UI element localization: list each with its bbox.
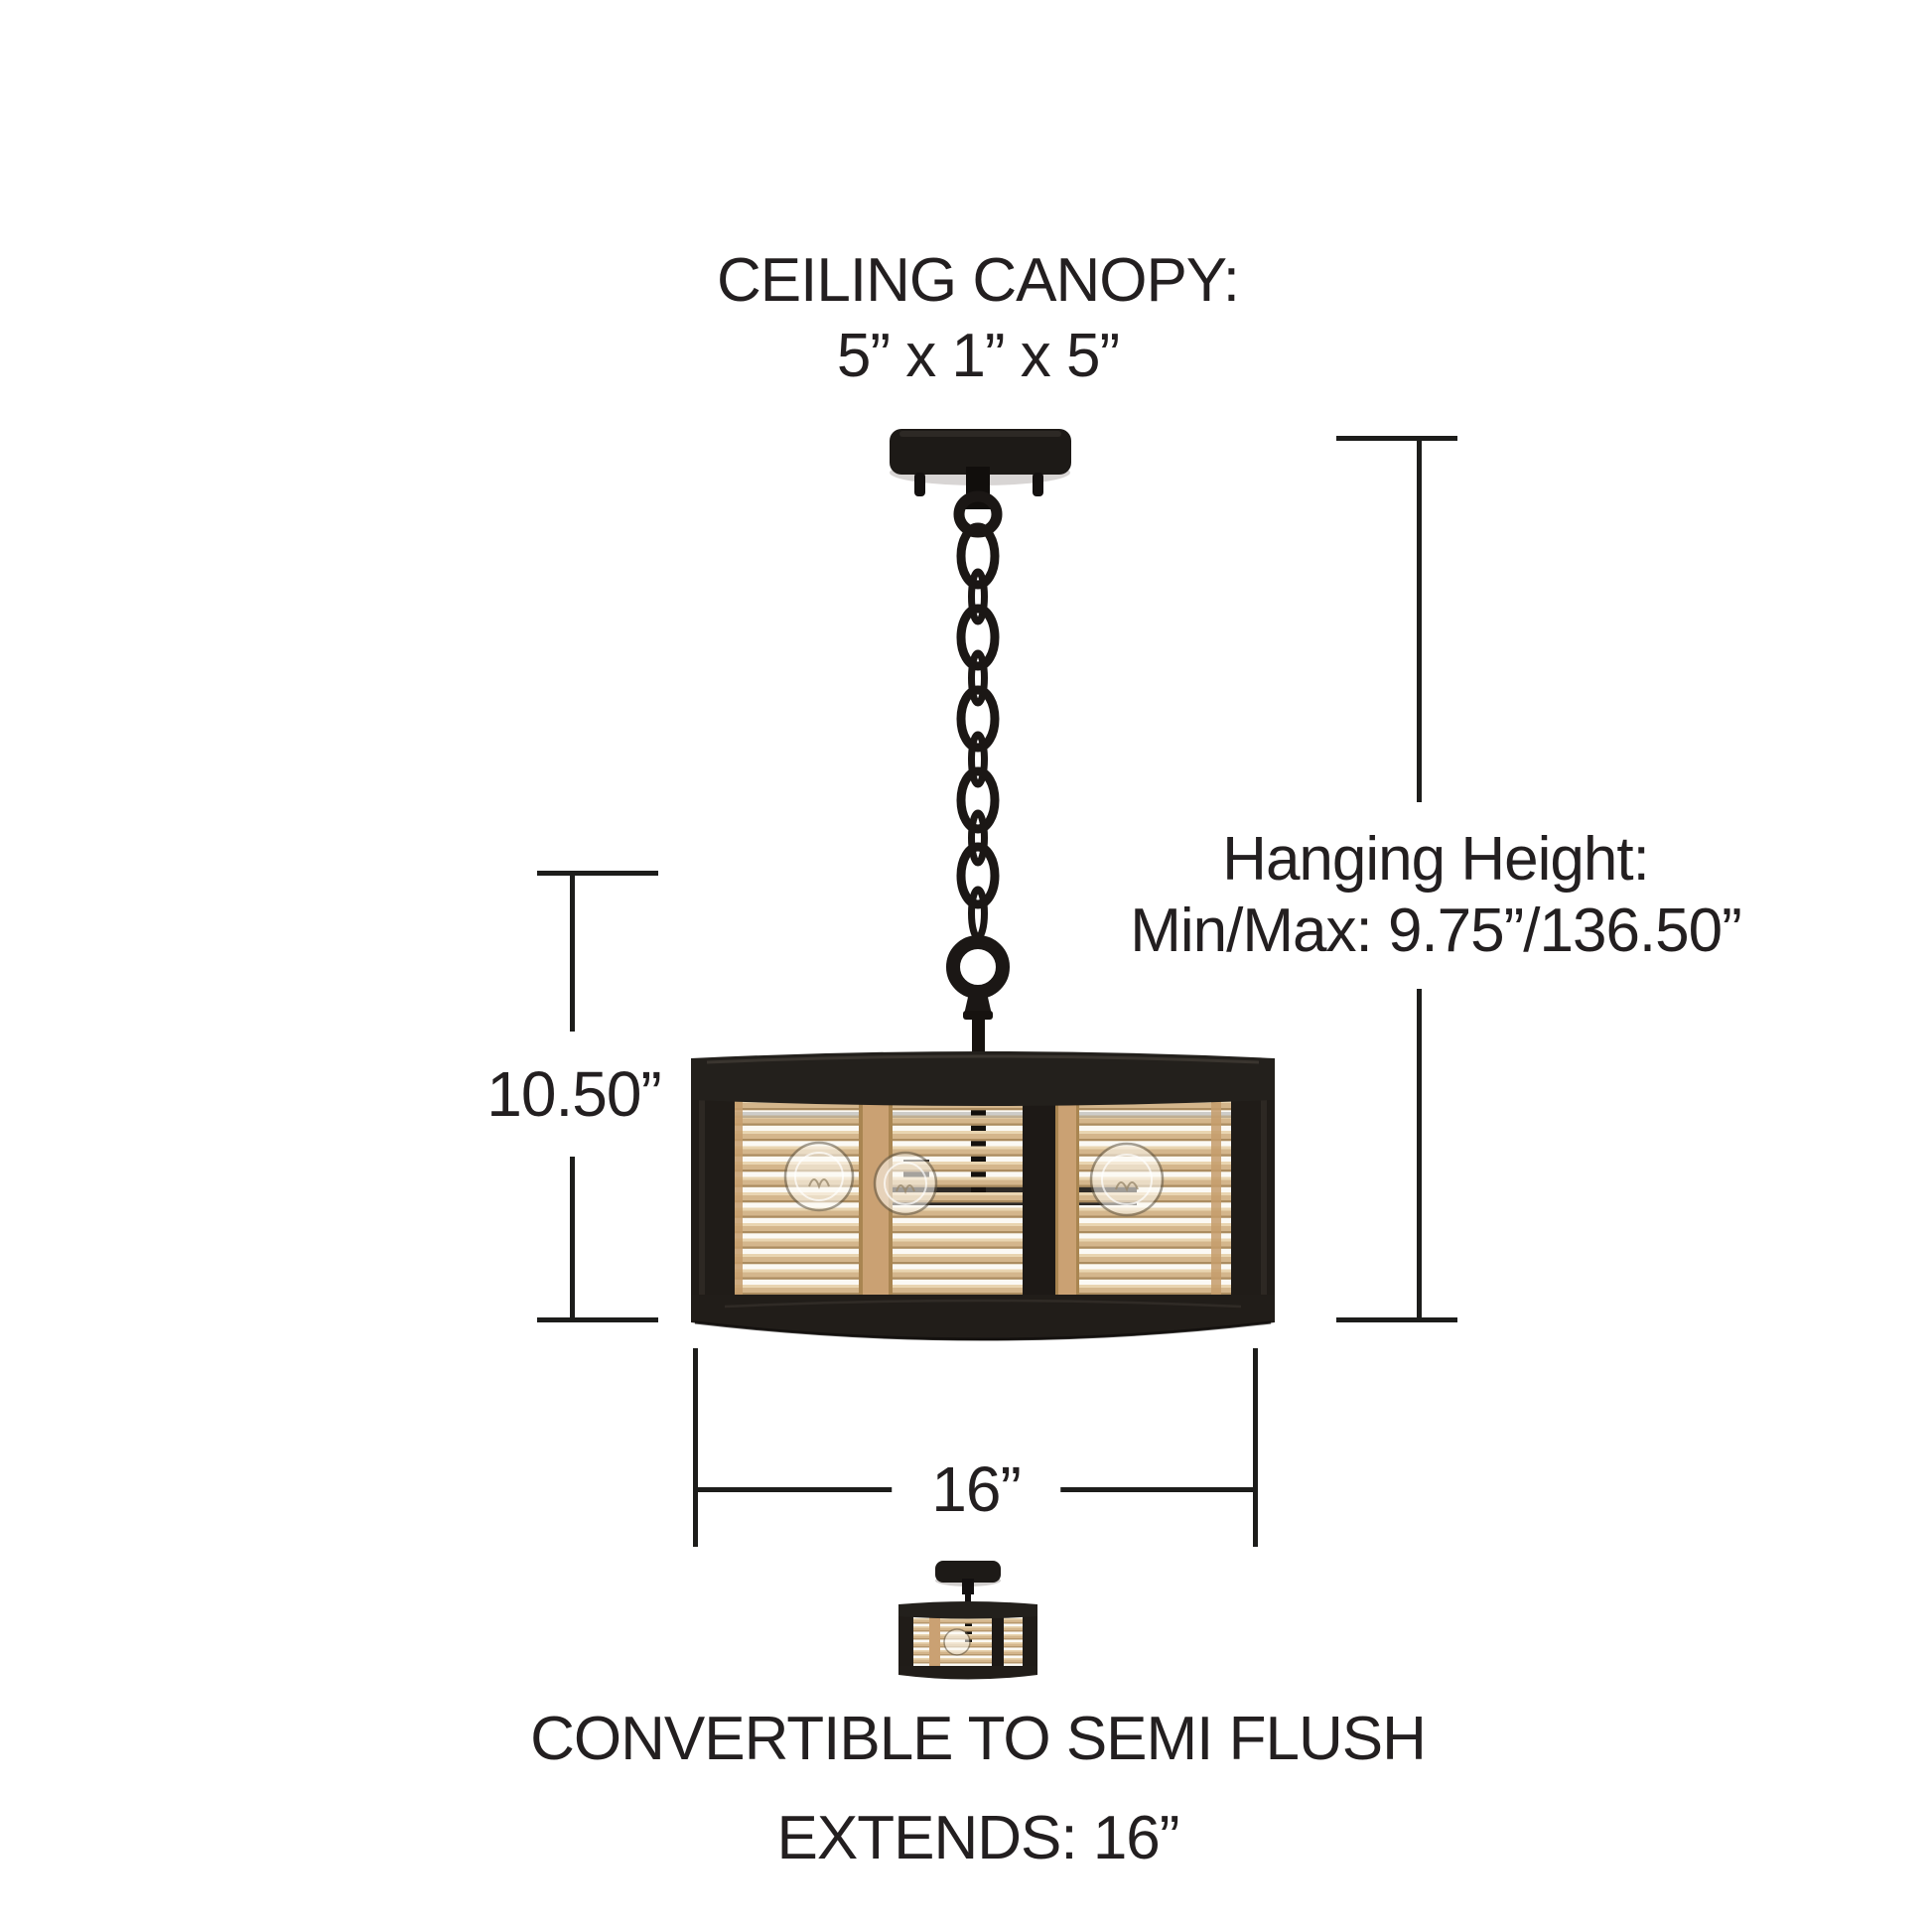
hanging-height-bottom-cap — [1336, 1317, 1457, 1322]
semi-flush-drum — [898, 1601, 1037, 1680]
ceiling-canopy-label: CEILING CANOPY: 5” x 1” x 5” — [717, 243, 1240, 394]
pendant-chain — [953, 490, 1003, 941]
canopy-screw-right — [1033, 473, 1043, 496]
semi-flush-canopy — [935, 1561, 1001, 1608]
pendant-loop-and-stem — [946, 935, 1010, 1066]
rattan-stitch-column — [1211, 1067, 1221, 1315]
shade-diameter-right-cap — [1253, 1348, 1258, 1547]
drum-bottom-rim — [691, 1295, 1275, 1340]
rattan-stitch-column — [733, 1067, 743, 1315]
convertible-line1: CONVERTIBLE TO SEMI FLUSH — [530, 1705, 1427, 1773]
convertible-caption: CONVERTIBLE TO SEMI FLUSH EXTENDS: 16” — [530, 1690, 1427, 1888]
shade-height-top-cap — [537, 871, 658, 876]
rattan-slats — [697, 1069, 1269, 1315]
hanging-height-label: Hanging Height: Min/Max: 9.75”/136.50” — [1104, 802, 1767, 989]
shade-diameter-left-cap — [693, 1348, 698, 1547]
shade-diameter-label: 16” — [892, 1443, 1060, 1536]
pendant-drum-shade — [691, 1051, 1275, 1341]
canopy-screw-left — [914, 473, 925, 496]
drum-right-post — [1231, 1060, 1275, 1320]
ceiling-canopy-line1: CEILING CANOPY: — [717, 246, 1240, 315]
light-bulb — [1089, 1142, 1165, 1217]
drum-top-rim — [691, 1051, 1275, 1106]
rattan-seam-right — [1055, 1065, 1079, 1317]
light-bulb — [873, 1151, 938, 1216]
hanging-height-line2: Min/Max: 9.75”/136.50” — [1130, 897, 1742, 965]
shade-height-label: 10.50” — [469, 1032, 679, 1157]
convertible-line2: EXTENDS: 16” — [776, 1804, 1180, 1872]
hanging-height-line1: Hanging Height: — [1222, 825, 1650, 894]
shade-height-bottom-cap — [537, 1317, 658, 1322]
semi-flush-bulb — [943, 1628, 971, 1656]
pendant-fixture-illustration — [691, 429, 1275, 1341]
drum-left-post — [691, 1060, 735, 1320]
ceiling-canopy-line2: 5” x 1” x 5” — [836, 322, 1120, 390]
semi-flush-fixture-illustration — [898, 1561, 1037, 1680]
hanging-height-top-cap — [1336, 436, 1457, 441]
light-bulb — [783, 1141, 855, 1212]
